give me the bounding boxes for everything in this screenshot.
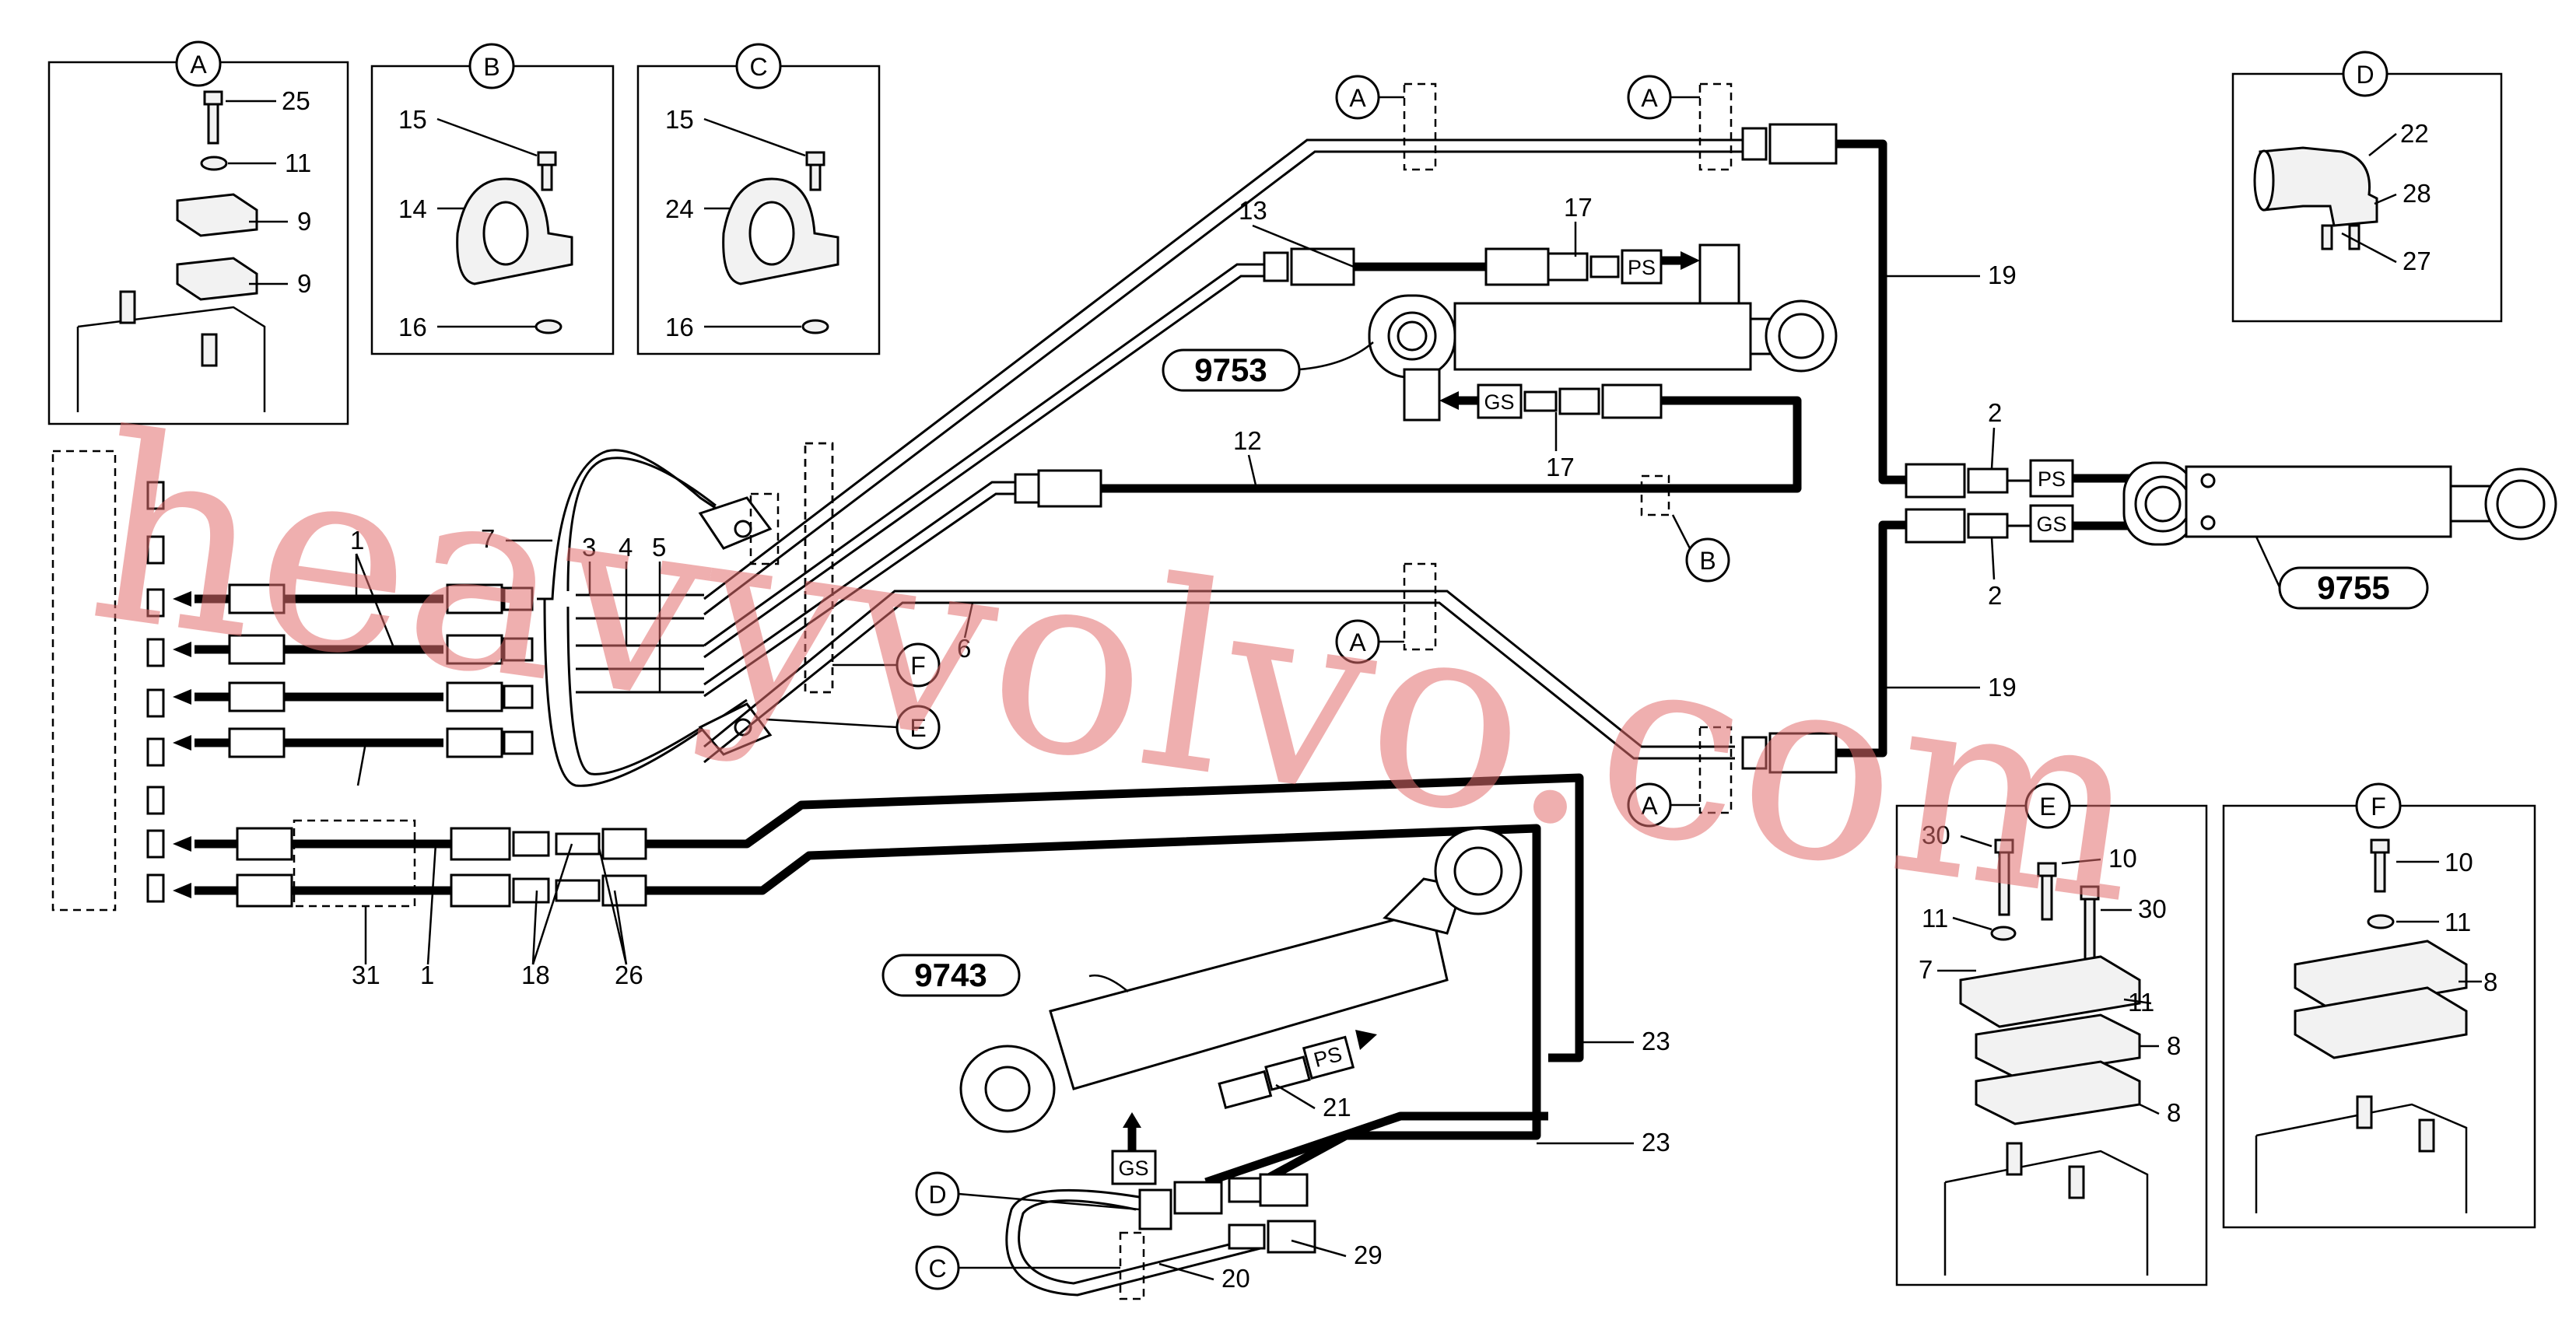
- inset-a-letter: A: [190, 51, 207, 79]
- hose-12-assembly: GS: [1014, 383, 1802, 508]
- num-23-top: 23: [1642, 1027, 1670, 1055]
- label-30a: 30: [1922, 821, 1950, 849]
- callout-a-1: A: [1349, 84, 1366, 112]
- num-23-bottom: 23: [1642, 1128, 1670, 1157]
- label-11e-a: 11: [1922, 904, 1948, 933]
- num-26: 26: [615, 961, 643, 989]
- label-22: 22: [2400, 119, 2429, 148]
- num-20: 20: [1221, 1264, 1250, 1293]
- label-16b: 16: [398, 313, 427, 341]
- num-1-top: 1: [350, 526, 364, 555]
- callout-b: B: [1699, 547, 1716, 575]
- inset-d-letter: D: [2356, 61, 2374, 89]
- num-18: 18: [521, 961, 550, 989]
- inset-c: C 15 24 16: [636, 43, 881, 355]
- label-10e: 10: [2108, 844, 2137, 873]
- main-diagram: PS GS 9755: [51, 75, 2557, 1300]
- label-8e-b: 8: [2167, 1098, 2181, 1127]
- inset-e-letter: E: [2039, 793, 2056, 821]
- num-17-bottom: 17: [1546, 453, 1575, 481]
- callout-a-3: A: [1349, 628, 1366, 656]
- inset-b-letter: B: [483, 53, 499, 81]
- num-1-bottom: 1: [420, 961, 434, 989]
- inset-f-letter: F: [2371, 793, 2386, 821]
- num-5: 5: [652, 533, 666, 562]
- gs-sensor-9753: GS: [1484, 390, 1514, 414]
- num-19-top: 19: [1988, 261, 2017, 289]
- label-15c: 15: [665, 105, 694, 134]
- label-7e: 7: [1919, 955, 1933, 984]
- label-30b: 30: [2138, 894, 2167, 923]
- num-2-bottom: 2: [1988, 581, 2002, 610]
- inset-f: F 10 11 8: [2222, 782, 2536, 1229]
- cylinder-9743-label: 9743: [914, 957, 987, 993]
- lower-hoses: [173, 773, 1584, 1187]
- label-11e-b: 11: [2128, 988, 2154, 1017]
- watermark: heavyvolvo.com: [76, 378, 2158, 961]
- inset-d: D 22 28 27: [2231, 51, 2503, 323]
- upper-pipes: [703, 138, 1766, 764]
- inset-c-letter: C: [749, 53, 767, 81]
- label-24: 24: [665, 194, 694, 223]
- cylinder-9753-label: 9753: [1194, 352, 1267, 388]
- label-11: 11: [285, 149, 311, 177]
- ps-sensor-9753: PS: [1628, 256, 1656, 279]
- return-loop: [537, 449, 773, 787]
- cylinder-9743: 9743 PS GS: [881, 827, 1523, 1297]
- callout-e: E: [909, 714, 926, 742]
- callout-a-4: A: [1641, 792, 1658, 820]
- label-27: 27: [2403, 247, 2431, 275]
- callout-c: C: [928, 1255, 946, 1283]
- gs-sensor-right: GS: [2036, 513, 2066, 536]
- num-21: 21: [1323, 1093, 1351, 1122]
- part-numbers: 1 7 3 4 5 6 13 17 17 12 19 19: [350, 193, 2017, 1293]
- label-9b: 9: [297, 269, 311, 298]
- num-13: 13: [1239, 196, 1267, 225]
- num-17-top: 17: [1564, 193, 1593, 222]
- callout-a-2: A: [1641, 84, 1658, 112]
- label-28: 28: [2403, 179, 2431, 208]
- valve-ports: [146, 481, 165, 903]
- num-12: 12: [1233, 426, 1262, 455]
- label-15b: 15: [398, 105, 427, 134]
- ps-sensor-right: PS: [2038, 467, 2066, 491]
- cylinder-9755: 9755: [2122, 461, 2557, 610]
- label-8e-a: 8: [2167, 1031, 2181, 1060]
- callout-f: F: [910, 652, 926, 680]
- num-31: 31: [352, 961, 380, 989]
- num-6: 6: [957, 634, 971, 663]
- num-29: 29: [1354, 1241, 1383, 1269]
- valve-block-frame: [51, 450, 117, 912]
- hose-13-assembly: PS: [1263, 247, 1700, 286]
- cylinder-9753: 9753: [1162, 243, 1838, 422]
- num-2-top: 2: [1988, 398, 2002, 427]
- label-11f: 11: [2445, 908, 2471, 936]
- callouts: A A A A B F E D C: [766, 75, 1730, 1290]
- inset-a: A 25 11 9 9: [47, 40, 349, 425]
- gs-sensor-9743: GS: [1118, 1157, 1148, 1180]
- left-hoses-1: [173, 583, 534, 758]
- num-4: 4: [619, 533, 633, 562]
- num-3: 3: [582, 533, 596, 562]
- label-8f: 8: [2483, 968, 2497, 996]
- group-31-frame: [293, 819, 416, 908]
- num-7: 7: [481, 524, 495, 553]
- callout-d: D: [928, 1181, 946, 1209]
- inset-e: E 30 10 11 30 7 11 8 8: [1895, 782, 2208, 1286]
- label-16c: 16: [665, 313, 694, 341]
- label-9a: 9: [297, 207, 311, 236]
- label-10f: 10: [2445, 848, 2473, 877]
- label-25: 25: [282, 86, 310, 115]
- cylinder-9755-label: 9755: [2317, 569, 2389, 606]
- label-14: 14: [398, 194, 427, 223]
- inset-b: B 15 14 16: [370, 43, 615, 355]
- num-19-bottom: 19: [1988, 673, 2017, 702]
